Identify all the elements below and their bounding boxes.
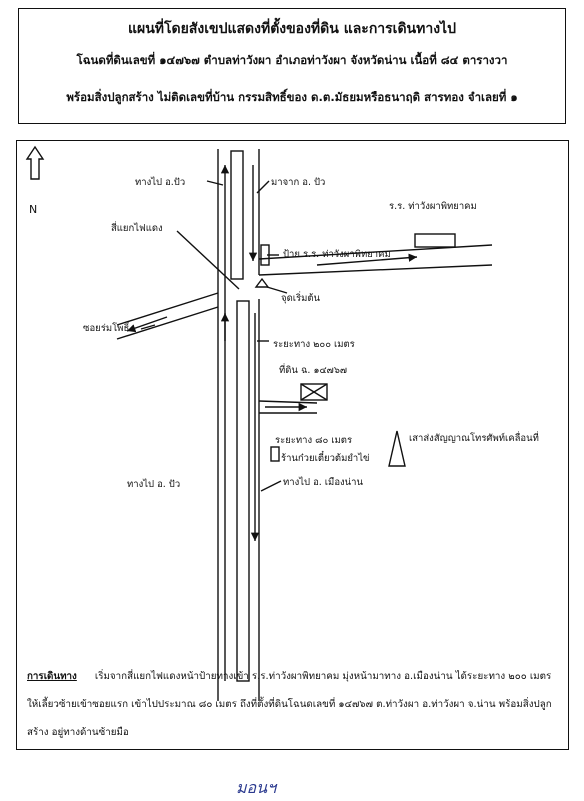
soi-road-south-edge [116,306,219,340]
label-start-point: จุดเริ่มต้น [281,293,321,304]
label-to-nan: ทางไป อ. เมืองน่าน [283,477,363,488]
label-dist-200: ระยะทาง ๒๐๐ เมตร [273,339,355,350]
label-traffic-light: สี่แยกไฟแดง [111,223,163,234]
label-land: ที่ดิน ฉ. ๑๔๗๖๗ [279,365,347,376]
north-arrow-icon [25,145,45,180]
land-plot [300,383,328,401]
noodle-shop-building [270,446,280,462]
label-dist-80: ระยะทาง ๘๐ เมตร [275,435,353,446]
signature: มอนฯ [236,778,277,797]
map-frame: N ทางไป อ.ปัว มาจาก อ. ปัว ร.ร. ท่าวังผา… [16,140,569,750]
leader-to-nan [260,480,282,492]
soi-road-north-edge [116,292,219,326]
leader-start-point [266,286,288,294]
label-to-pua-bottom: ทางไป อ. ปัว [127,479,181,490]
leader-traffic-light [176,230,240,290]
directions-text: เริ่มจากสี่แยกไฟแดงหน้าป้ายทางเข้า ร.ร.ท… [27,671,552,738]
side-soi-north-edge [258,400,318,404]
arrow-soi-west [126,316,168,333]
leader-to-pua [206,180,224,186]
label-from-pua: มาจาก อ. ปัว [271,177,326,188]
label-tower: เสาส่งสัญญาณโทรศัพท์เคลื่อนที่ [409,433,539,444]
label-to-pua-top: ทางไป อ.ปัว [135,177,186,188]
tower-marker [388,430,406,467]
owner-info: พร้อมสิ่งปลูกสร้าง ไม่ติดเลขที่บ้าน กรรม… [66,90,518,104]
map-title: แผนที่โดยสังเขปแสดงที่ตั้งของที่ดิน และก… [128,21,456,37]
median-island-north [230,150,244,280]
arrow-along-east-road [316,253,418,266]
label-soi: ซอยร่มโพธิ์ [83,323,130,334]
leader-from-pua [256,180,270,194]
map-drawing [25,145,493,701]
label-school-sign: ป้าย ร.ร. ท่าวังผาพิทยาคม [283,249,391,260]
label-school: ร.ร. ท่าวังผาพิทยาคม [389,201,477,212]
directions-heading: การเดินทาง [27,671,77,682]
deed-info: โฉนดที่ดินเลขที่ ๑๔๗๖๗ ตำบลท่าวังผา อำเภ… [76,53,508,67]
label-noodle-shop: ร้านก๋วยเตี๋ยวต้มยำไข่ [281,453,370,464]
start-point-marker [254,277,270,288]
directions-block: การเดินทางเริ่มจากสี่แยกไฟแดงหน้าป้ายทาง… [27,663,557,747]
north-label: N [29,203,38,216]
leader-soi [140,324,156,330]
median-island-south [236,300,250,682]
title-box: แผนที่โดยสังเขปแสดงที่ตั้งของที่ดิน และก… [18,8,566,124]
school-building [414,233,456,248]
east-road-south-edge [258,264,493,276]
